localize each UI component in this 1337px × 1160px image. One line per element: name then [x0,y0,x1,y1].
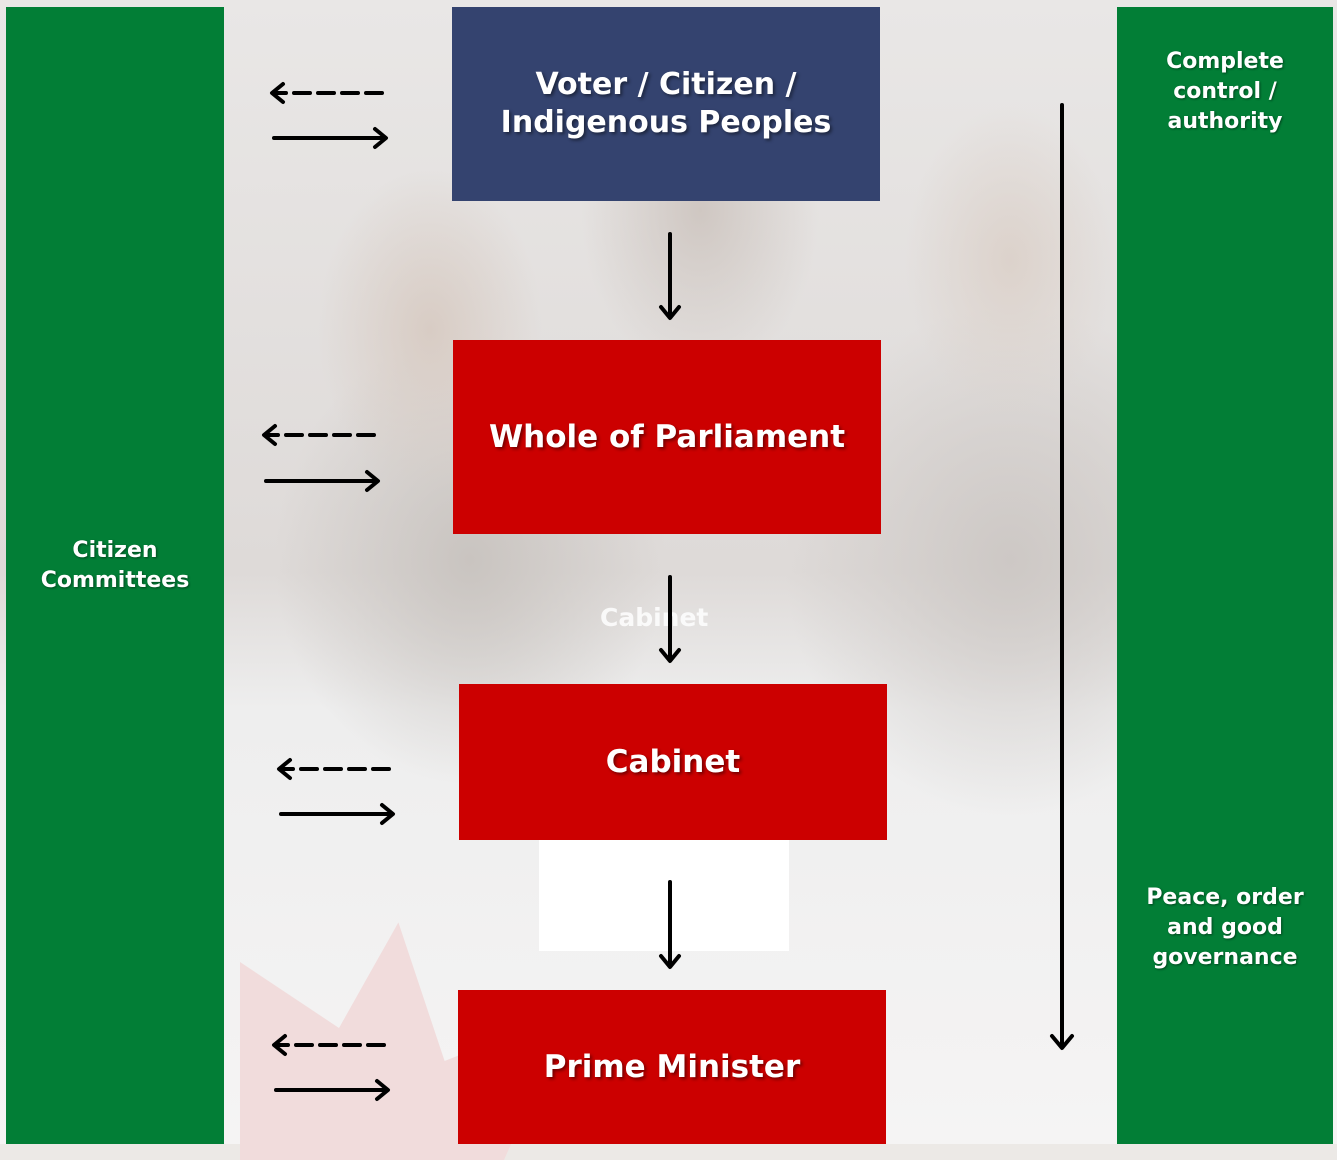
whole-of-parliament-box: Whole of Parliament [453,340,881,534]
faded-cabinet-label: Cabinet [600,603,709,632]
cabinet-box: Cabinet [459,684,887,840]
down-flow-arrows [659,232,681,969]
prime-minister-box: Prime Minister [458,990,886,1144]
parliament-feedback-arrows [262,424,380,492]
citizen-committees-label: Citizen Committees [40,538,190,593]
authority-long-arrow [1050,103,1074,1050]
white-connector-block [539,840,789,951]
voter-citizen-box: Voter / Citizen / Indigenous Peoples [452,7,880,201]
citizen-committees-panel: Citizen Committees [6,7,224,1144]
prime-minister-label: Prime Minister [543,1049,801,1085]
voter-citizen-label: Voter / Citizen / Indigenous Peoples [500,67,832,140]
cabinet-feedback-arrows [277,758,395,825]
authority-panel: Complete control / authority Peace, orde… [1117,7,1333,1144]
whole-of-parliament-label: Whole of Parliament [488,419,846,455]
pm-feedback-arrows [272,1034,390,1101]
voter-feedback-arrows [270,82,388,149]
cabinet-label: Cabinet [605,744,741,780]
peace-order-label: Peace, order and good governance [1146,885,1304,970]
complete-control-label: Complete control / authority [1166,49,1284,134]
